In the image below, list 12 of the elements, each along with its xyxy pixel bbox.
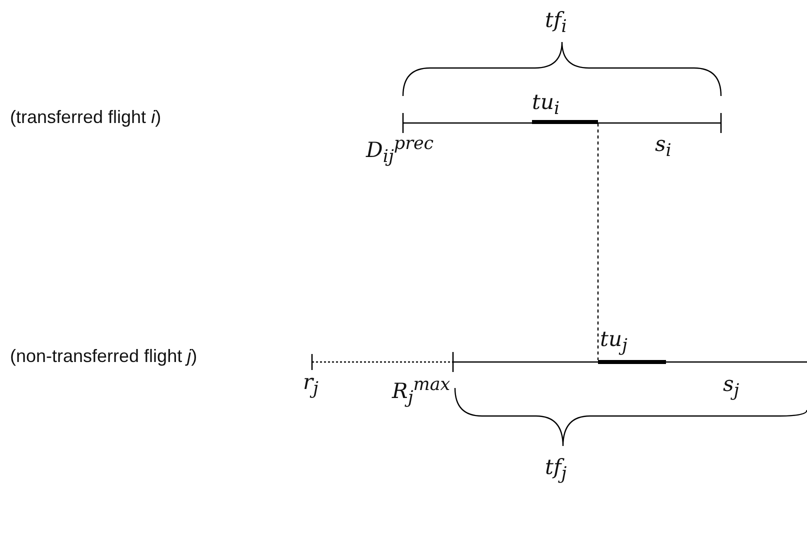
interval-label: tu$_{i}$ [532,90,560,120]
interval-label: tu$_{j}$ [600,327,628,356]
time-label: r$_{j}$ [303,370,318,400]
bold-interval-bar [598,360,666,364]
dotted-connector-line [597,124,599,360]
row-label: (non-transferred flight j) [10,346,198,367]
brace-label: tf$_{i}$ [545,8,567,38]
bold-interval-bar [532,120,598,124]
time-label: s$_{i}$ [655,132,672,162]
time-label: s$_{j}$ [723,372,740,402]
brace-label: tf$_{j}$ [545,455,567,484]
row-label: (transferred flight i) [10,107,162,128]
